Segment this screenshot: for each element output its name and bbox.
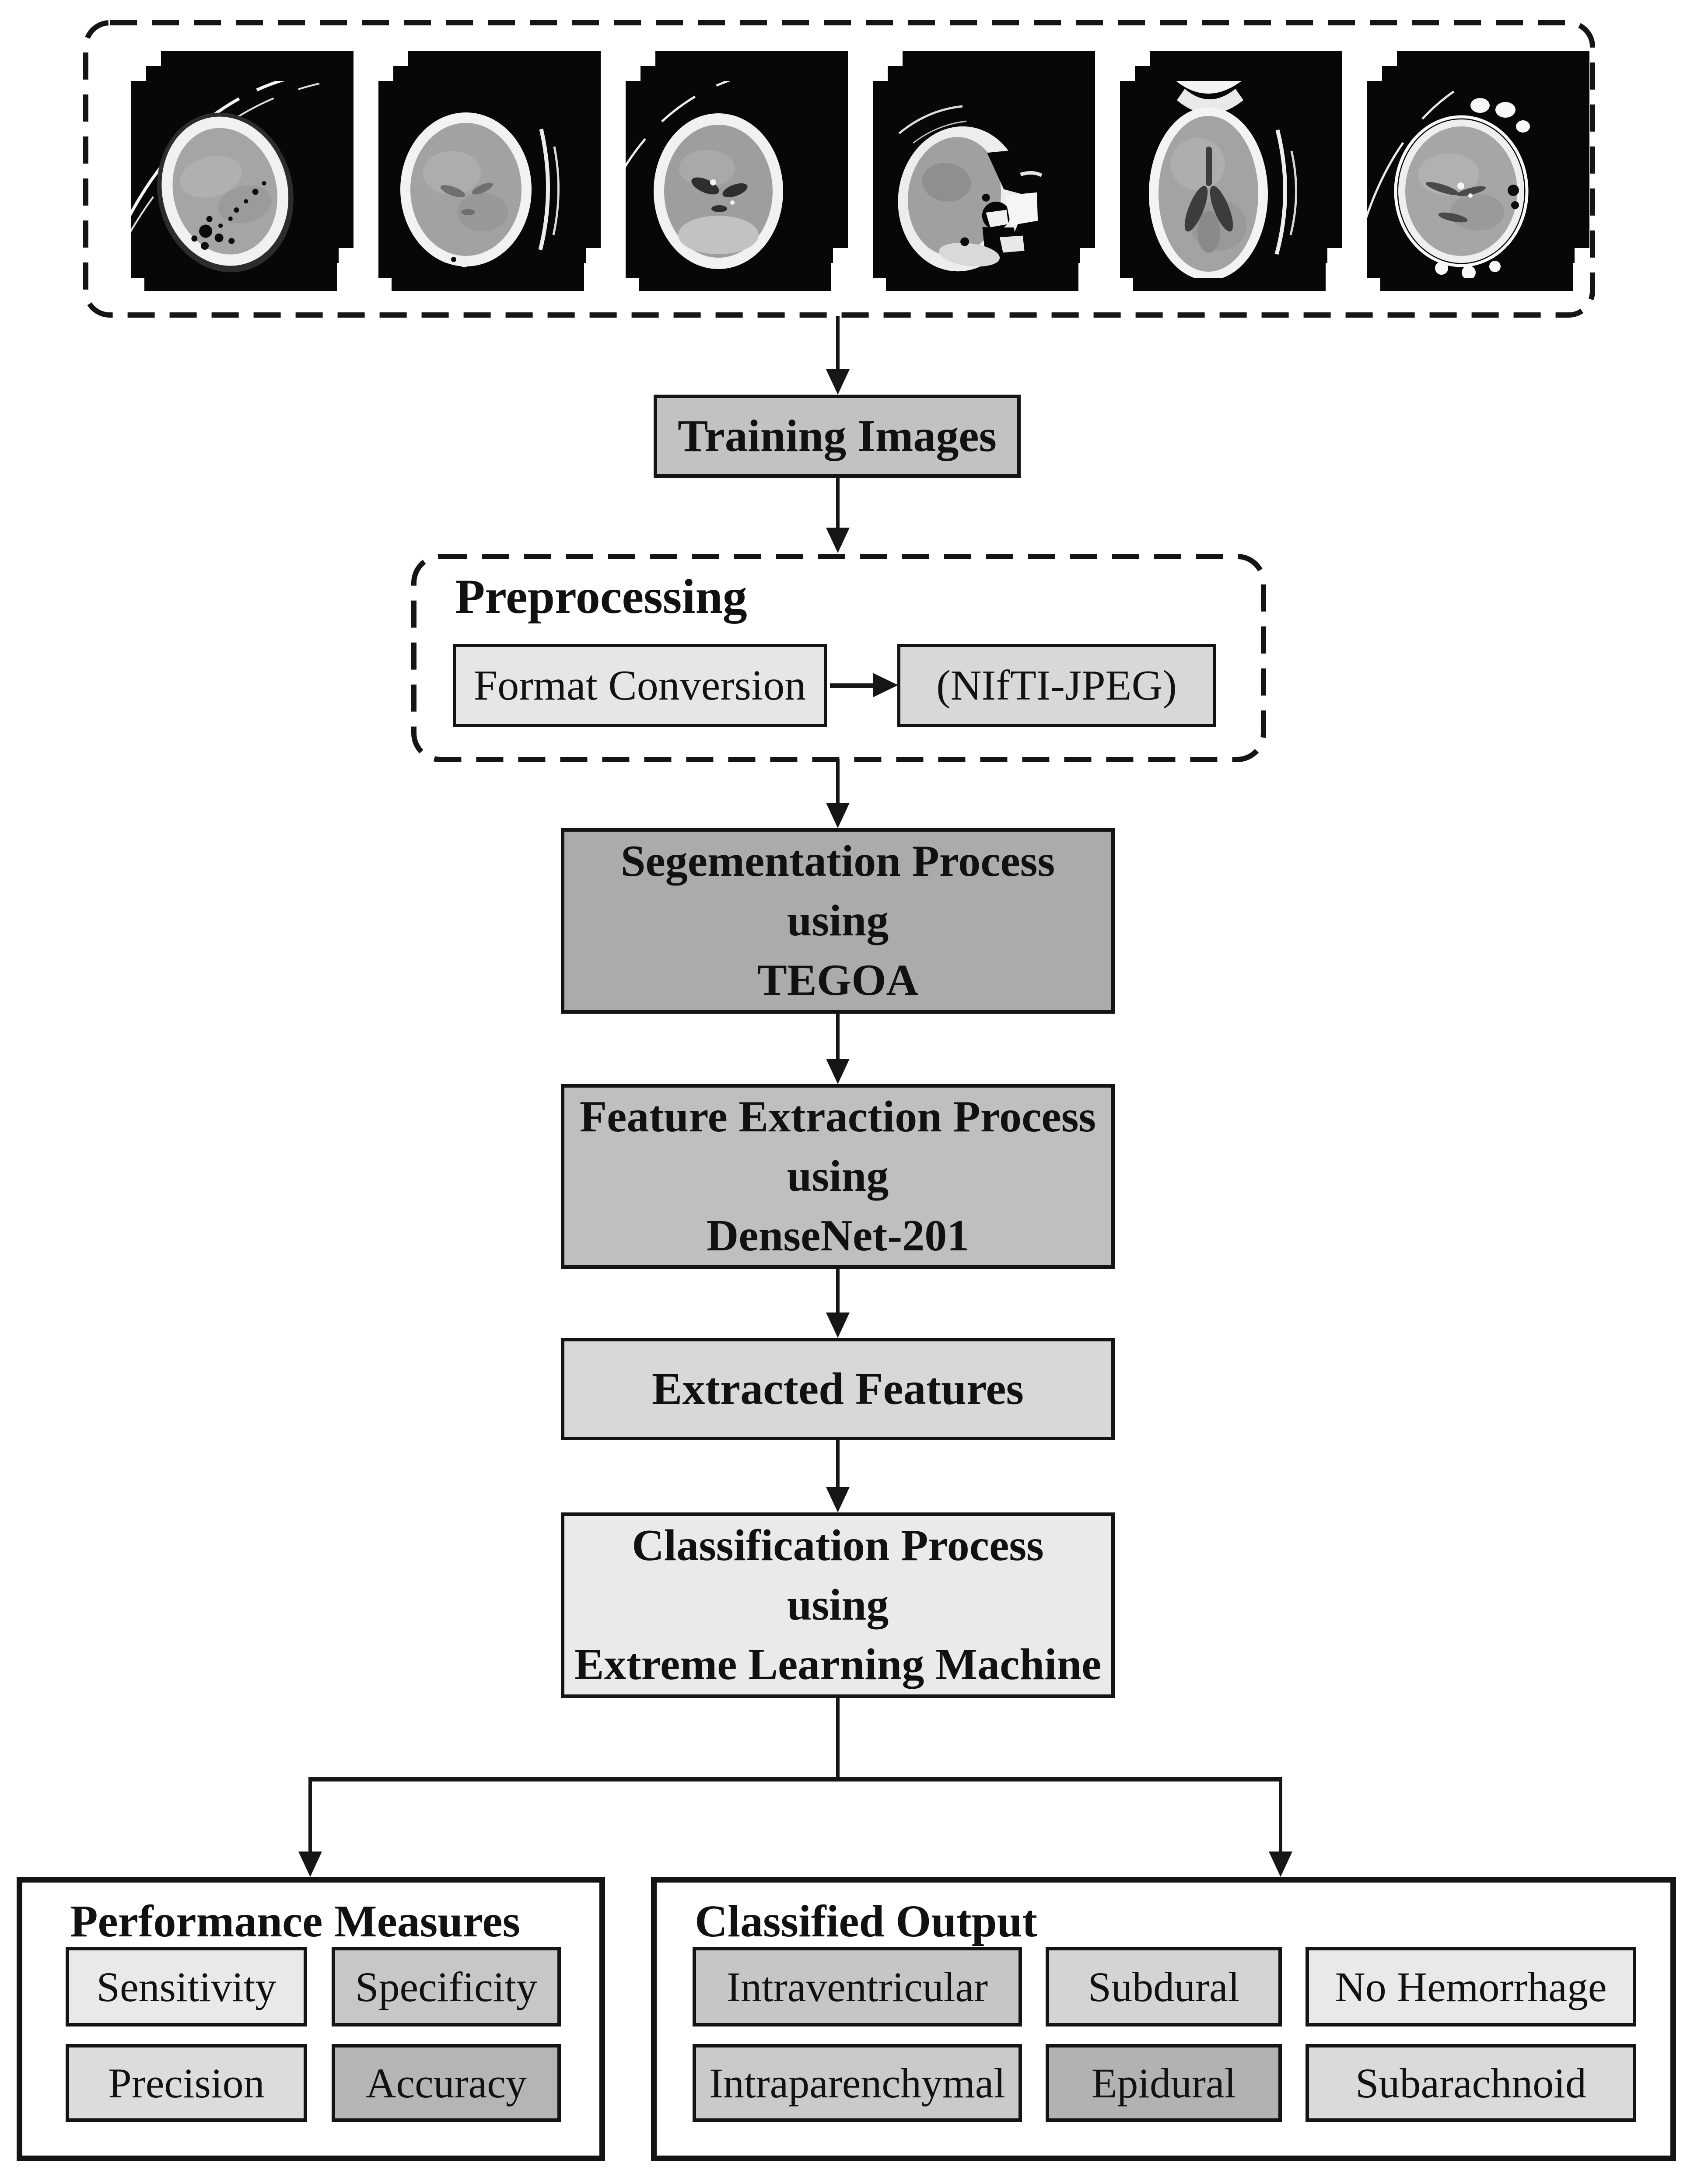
brain-ct-graphic-5 (1120, 81, 1312, 278)
arrow-head-trainingset-to-trainingimages (826, 369, 850, 395)
leaf-subdural-label: Subdural (1088, 1963, 1240, 2010)
arrow-head-to-classified-output (1269, 1852, 1292, 1877)
leaf-subdural: Subdural (1046, 1947, 1282, 2026)
node-classification: Classification Process using Extreme Lea… (561, 1512, 1115, 1698)
arrow-head-segmentation-to-featureextraction (826, 1059, 850, 1084)
brain-ct-graphic-4 (873, 81, 1065, 278)
node-training-images-label: Training Images (677, 411, 997, 461)
node-classification-line2: using (787, 1580, 889, 1630)
leaf-no-hemorrhage-label: No Hemorrhage (1335, 1963, 1607, 2010)
leaf-precision-label: Precision (108, 2059, 265, 2107)
node-nifti-jpeg-label: (NIfTI-JPEG) (936, 662, 1177, 709)
leaf-epidural-label: Epidural (1091, 2059, 1236, 2107)
branch-stem-line (836, 1698, 840, 1782)
leaf-accuracy: Accuracy (332, 2044, 561, 2122)
training-set-dashed-border (83, 20, 1595, 318)
branch-right-line (1279, 1782, 1282, 1852)
arrow-head-to-performance-measures (298, 1852, 322, 1877)
leaf-no-hemorrhage: No Hemorrhage (1306, 1947, 1636, 2026)
node-classification-line1: Classification Process (632, 1521, 1044, 1570)
branch-left-line (308, 1782, 312, 1852)
arrow-line-extractedfeatures-to-classification (836, 1440, 840, 1488)
leaf-subarachnoid: Subarachnoid (1306, 2044, 1636, 2122)
leaf-epidural: Epidural (1046, 2044, 1282, 2122)
node-segmentation-line3: TEGOA (757, 956, 919, 1005)
node-format-conversion: Format Conversion (453, 644, 827, 727)
leaf-intraparenchymal-label: Intraparenchymal (709, 2059, 1005, 2107)
brain-ct-graphic-1 (131, 81, 324, 278)
ct-scan-4 (873, 51, 1095, 278)
node-feature-extraction-line1: Feature Extraction Process (579, 1092, 1096, 1141)
ct-scan-1 (131, 51, 354, 278)
arrow-line-featureextraction-to-extractedfeatures (836, 1269, 840, 1313)
ct-scan-5 (1120, 51, 1342, 278)
branch-horizontal-line (308, 1777, 1282, 1782)
arrow-head-formatconversion-to-nifti (873, 673, 898, 697)
leaf-sensitivity: Sensitivity (66, 1947, 307, 2026)
brain-ct-graphic-6 (1367, 81, 1560, 278)
arrow-head-preprocessing-to-segmentation (826, 803, 850, 828)
arrow-line-trainingset-to-trainingimages (836, 316, 840, 371)
preprocessing-title: Preprocessing (455, 570, 747, 624)
ct-scan-3 (626, 51, 848, 278)
leaf-intraventricular: Intraventricular (693, 1947, 1022, 2026)
brain-ct-graphic-3 (626, 81, 818, 278)
node-training-images: Training Images (654, 395, 1021, 478)
arrow-line-formatconversion-to-nifti (830, 683, 874, 688)
node-feature-extraction: Feature Extraction Process using DenseNe… (561, 1084, 1115, 1269)
arrow-head-extractedfeatures-to-classification (826, 1487, 850, 1512)
node-segmentation: Segementation Process using TEGOA (561, 828, 1115, 1014)
node-extracted-features-label: Extracted Features (651, 1364, 1024, 1414)
ct-scan-2 (378, 51, 601, 278)
node-feature-extraction-line2: using (787, 1152, 889, 1201)
performance-measures-title: Performance Measures (70, 1896, 520, 1946)
node-format-conversion-label: Format Conversion (473, 662, 806, 709)
arrow-head-featureextraction-to-extractedfeatures (826, 1312, 850, 1338)
leaf-specificity-label: Specificity (355, 1963, 537, 2010)
leaf-intraventricular-label: Intraventricular (727, 1963, 988, 2010)
arrow-head-trainingimages-to-preprocessing (826, 528, 850, 553)
leaf-precision: Precision (66, 2044, 307, 2122)
node-segmentation-line2: using (787, 896, 889, 945)
node-feature-extraction-line3: DenseNet-201 (706, 1211, 970, 1260)
leaf-accuracy-label: Accuracy (366, 2059, 527, 2107)
node-segmentation-line1: Segementation Process (620, 836, 1055, 886)
node-nifti-jpeg: (NIfTI-JPEG) (897, 644, 1216, 727)
arrow-line-preprocessing-to-segmentation (836, 759, 840, 805)
brain-ct-graphic-2 (378, 81, 571, 278)
leaf-sensitivity-label: Sensitivity (96, 1963, 276, 2010)
arrow-line-segmentation-to-featureextraction (836, 1014, 840, 1060)
leaf-subarachnoid-label: Subarachnoid (1355, 2059, 1586, 2107)
ct-scan-6 (1367, 51, 1589, 278)
leaf-specificity: Specificity (332, 1947, 561, 2026)
arrow-line-trainingimages-to-preprocessing (836, 478, 840, 529)
node-classification-line3: Extreme Learning Machine (574, 1640, 1102, 1689)
node-extracted-features: Extracted Features (561, 1338, 1115, 1440)
classified-output-title: Classified Output (695, 1896, 1038, 1946)
leaf-intraparenchymal: Intraparenchymal (693, 2044, 1022, 2122)
